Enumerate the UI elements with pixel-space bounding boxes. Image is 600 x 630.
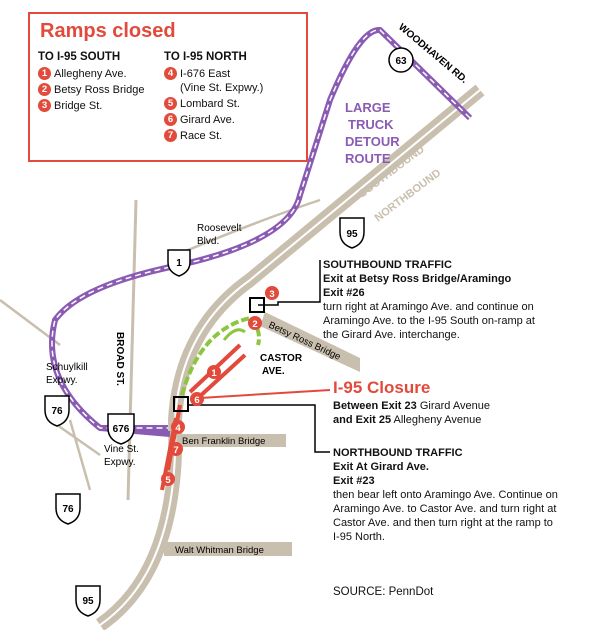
green-detour <box>180 315 261 396</box>
legend-south-heading: TO I-95 SOUTH <box>38 51 121 63</box>
svg-text:95: 95 <box>82 596 94 607</box>
vine-label-2: Expwy. <box>104 457 136 468</box>
svg-text:76: 76 <box>62 504 74 515</box>
southbound-desc-3: the Girard Ave. interchange. <box>323 329 460 341</box>
northbound-title: NORTHBOUND TRAFFIC <box>333 447 463 459</box>
northbound-desc-3: Castor Ave. and then turn right at the r… <box>333 517 553 529</box>
ramp-marker-6: 6 <box>190 392 204 406</box>
ben-franklin-bridge <box>180 434 286 447</box>
svg-text:63: 63 <box>395 56 407 67</box>
shield-95-south: 95 <box>75 585 101 617</box>
svg-text:76: 76 <box>51 406 63 417</box>
southbound-info: SOUTHBOUND TRAFFIC Exit at Betsy Ross Br… <box>323 258 535 342</box>
castor-label-2: AVE. <box>262 366 285 377</box>
marker-box-north <box>249 297 265 313</box>
ramp-marker-2: 2 <box>248 316 262 330</box>
shield-95-north: 95 <box>339 217 365 249</box>
svg-text:6: 6 <box>194 395 199 406</box>
shield-676: 676 <box>107 413 135 445</box>
betsy-ross-bridge <box>260 312 360 372</box>
source-credit: SOURCE: PennDot <box>333 586 434 598</box>
svg-text:2: 2 <box>252 319 257 330</box>
callout-closure <box>199 389 331 399</box>
northbound-info: NORTHBOUND TRAFFIC Exit At Girard Ave. E… <box>333 446 558 544</box>
detour-route-inner <box>51 29 471 429</box>
northbound-desc-2: Aramingo Ave. to Castor Ave. and turn ri… <box>333 503 557 515</box>
marker-box-south <box>173 396 189 412</box>
northbound-desc-4: I-95 North. <box>333 531 385 543</box>
svg-text:4: 4 <box>175 423 181 434</box>
legend-north-heading: TO I-95 NORTH <box>164 51 247 63</box>
ramp-marker-5: 5 <box>161 472 175 486</box>
svg-text:ROUTE: ROUTE <box>345 151 391 166</box>
schuylkill-label-2: Expwy. <box>46 375 78 386</box>
broad-st-label: BROAD ST. <box>114 332 125 386</box>
ben-franklin-label: Ben Franklin Bridge <box>182 436 265 447</box>
closure-details: Between Exit 23 Girard Avenue and Exit 2… <box>333 400 490 426</box>
southbound-desc-1: turn right at Aramingo Ave. and continue… <box>323 301 534 313</box>
closure-title: I-95 Closure <box>333 378 431 397</box>
svg-text:LARGE: LARGE <box>345 100 391 115</box>
northbound-desc-1: then bear left onto Aramingo Ave. Contin… <box>333 489 558 501</box>
roosevelt-label-1: Roosevelt <box>197 223 242 234</box>
northbound-exit: Exit At Girard Ave. <box>333 461 429 473</box>
svg-text:7: 7 <box>173 445 178 456</box>
svg-text:95: 95 <box>346 229 358 240</box>
green-detour-castor <box>222 328 246 341</box>
shield-76-lower: 76 <box>55 493 81 525</box>
svg-text:1: 1 <box>211 368 217 379</box>
southbound-title: SOUTHBOUND TRAFFIC <box>323 259 452 271</box>
ramp-marker-1: 1 <box>207 365 221 379</box>
ramp-marker-4: 4 <box>171 420 185 434</box>
shield-63: 63 <box>388 47 414 73</box>
svg-text:TRUCK: TRUCK <box>348 117 394 132</box>
roosevelt-label-2: Blvd. <box>197 236 219 247</box>
shield-76-upper: 76 <box>44 395 70 427</box>
road-local-3 <box>68 419 92 491</box>
road-broad-st <box>126 199 138 501</box>
ramp-marker-3: 3 <box>265 286 279 300</box>
southbound-exit: Exit at Betsy Ross Bridge/Aramingo <box>323 273 512 285</box>
castor-label-1: CASTOR <box>260 353 303 364</box>
southbound-desc-2: Aramingo Ave. to the I-95 South on-ramp … <box>323 315 535 327</box>
callout-northbound <box>188 404 330 453</box>
callout-southbound <box>258 260 321 306</box>
svg-text:5: 5 <box>165 475 171 486</box>
road-roosevelt <box>175 198 321 257</box>
walt-whitman-bridge <box>164 542 292 556</box>
ramp-marker-7: 7 <box>169 442 183 456</box>
walt-whitman-label: Walt Whitman Bridge <box>175 545 264 556</box>
detour-label: LARGE TRUCK DETOUR ROUTE <box>345 100 400 166</box>
vine-label-1: Vine St. <box>104 444 139 455</box>
southbound-exit-num: Exit #26 <box>323 287 365 299</box>
svg-text:676: 676 <box>113 424 130 435</box>
svg-text:1: 1 <box>176 258 182 269</box>
svg-text:3: 3 <box>269 289 274 300</box>
shield-1: 1 <box>167 249 191 277</box>
svg-text:DETOUR: DETOUR <box>345 134 400 149</box>
legend-title: Ramps closed <box>40 20 176 42</box>
schuylkill-label-1: Schuylkill <box>46 362 88 373</box>
northbound-exit-num: Exit #23 <box>333 475 375 487</box>
